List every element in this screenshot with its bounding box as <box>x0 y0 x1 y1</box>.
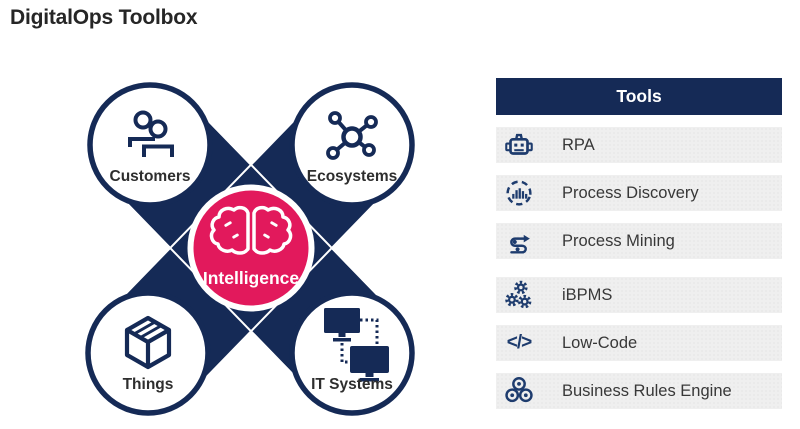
node-it-systems: IT Systems <box>289 290 415 416</box>
tool-row-low-code: </> Low-Code <box>496 325 782 361</box>
brain-icon <box>209 205 293 255</box>
tool-row-rpa: RPA <box>496 127 782 163</box>
tool-label: Low-Code <box>562 333 638 352</box>
tool-label: Process Discovery <box>562 183 699 202</box>
node-label-ecosystems: Ecosystems <box>307 168 397 185</box>
tool-row-process-discovery: Process Discovery <box>496 175 782 211</box>
node-customers: Customers <box>87 82 213 208</box>
customers-icon <box>128 110 174 157</box>
ecosystems-icon <box>326 111 378 160</box>
tool-label: RPA <box>562 135 595 154</box>
tool-label: Process Mining <box>562 231 675 250</box>
node-things: Things <box>85 290 211 416</box>
node-label-customers: Customers <box>110 168 191 185</box>
code-icon: </> <box>506 332 532 353</box>
node-label-it-systems: IT Systems <box>311 376 393 393</box>
robot-icon <box>502 128 536 162</box>
gears-icon <box>502 278 536 312</box>
node-intelligence: Intelligence <box>187 184 315 312</box>
tool-row-process-mining: Process Mining <box>496 223 782 259</box>
process-mining-icon <box>502 224 536 258</box>
it-systems-icon <box>324 308 389 382</box>
tool-label: iBPMS <box>562 285 613 304</box>
business-rules-icon <box>502 374 536 408</box>
tools-panel: Tools RPA <box>496 78 782 409</box>
node-ecosystems: Ecosystems <box>289 82 415 208</box>
tool-row-ibpms: iBPMS <box>496 277 782 313</box>
tool-label: Business Rules Engine <box>562 381 732 400</box>
process-discovery-icon <box>502 176 536 210</box>
page-title: DigitalOps Toolbox <box>10 6 198 29</box>
center-label-intelligence: Intelligence <box>203 268 300 288</box>
tools-header: Tools <box>496 78 782 115</box>
things-icon <box>124 315 172 370</box>
digitalops-diagram: Customers Ecosystems <box>55 60 475 429</box>
node-label-things: Things <box>123 376 174 393</box>
tool-row-business-rules-engine: Business Rules Engine <box>496 373 782 409</box>
